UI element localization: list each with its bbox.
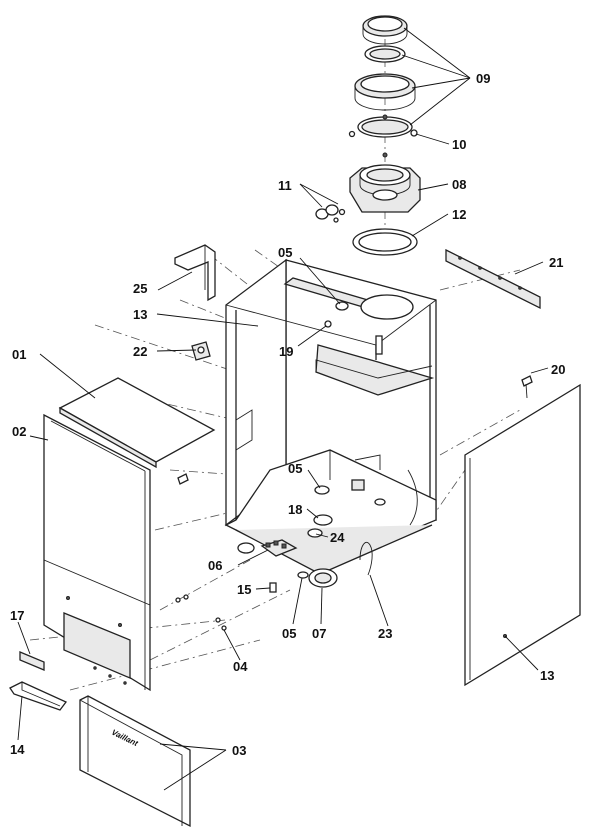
callout-13-side-panel: 13 xyxy=(540,668,554,683)
callout-02: 02 xyxy=(12,424,26,439)
callout-09: 09 xyxy=(476,71,490,86)
callout-14: 14 xyxy=(10,742,25,757)
callout-20: 20 xyxy=(551,362,565,377)
callout-11: 11 xyxy=(278,178,292,193)
callout-25: 25 xyxy=(133,281,147,296)
casing-screws xyxy=(175,473,227,631)
callout-03: 03 xyxy=(232,743,246,758)
callout-05-top: 05 xyxy=(278,245,292,260)
callout-12: 12 xyxy=(452,207,466,222)
callout-10: 10 xyxy=(452,137,466,152)
side-panel-13 xyxy=(464,383,581,687)
callout-13-frame: 13 xyxy=(133,307,147,322)
callout-08: 08 xyxy=(452,177,466,192)
seal-ring-12 xyxy=(352,228,418,256)
mounting-rail-21 xyxy=(445,248,541,310)
screw-10 xyxy=(348,129,418,138)
flue-rings-09 xyxy=(354,15,416,138)
wall-bracket-25 xyxy=(174,244,216,302)
callout-labels: 09 10 11 08 12 05 21 25 13 19 20 01 22 0… xyxy=(10,71,565,758)
front-casing-02 xyxy=(43,413,151,692)
callout-23: 23 xyxy=(378,626,392,641)
callout-07: 07 xyxy=(312,626,326,641)
flue-adaptor-08 xyxy=(349,152,421,213)
callout-04: 04 xyxy=(233,659,248,674)
callout-21: 21 xyxy=(549,255,563,270)
callout-05-bottom: 05 xyxy=(282,626,296,641)
display-window-17 xyxy=(19,651,45,671)
front-door-03: Vaillant xyxy=(79,695,191,828)
callout-17: 17 xyxy=(10,608,24,623)
control-bracket-14 xyxy=(9,681,68,711)
leader-lines xyxy=(17,27,549,791)
callout-19: 19 xyxy=(279,344,293,359)
callout-06: 06 xyxy=(208,558,222,573)
callout-01: 01 xyxy=(12,347,26,362)
chassis-frame xyxy=(224,258,437,593)
callout-15: 15 xyxy=(237,582,251,597)
callout-24: 24 xyxy=(330,530,345,545)
connector-22 xyxy=(191,341,211,361)
callout-18: 18 xyxy=(288,502,302,517)
test-caps-11 xyxy=(315,204,346,223)
callout-22: 22 xyxy=(133,344,147,359)
top-cover-01 xyxy=(58,377,216,469)
screw-20 xyxy=(521,375,533,399)
callout-05-middle: 05 xyxy=(288,461,302,476)
